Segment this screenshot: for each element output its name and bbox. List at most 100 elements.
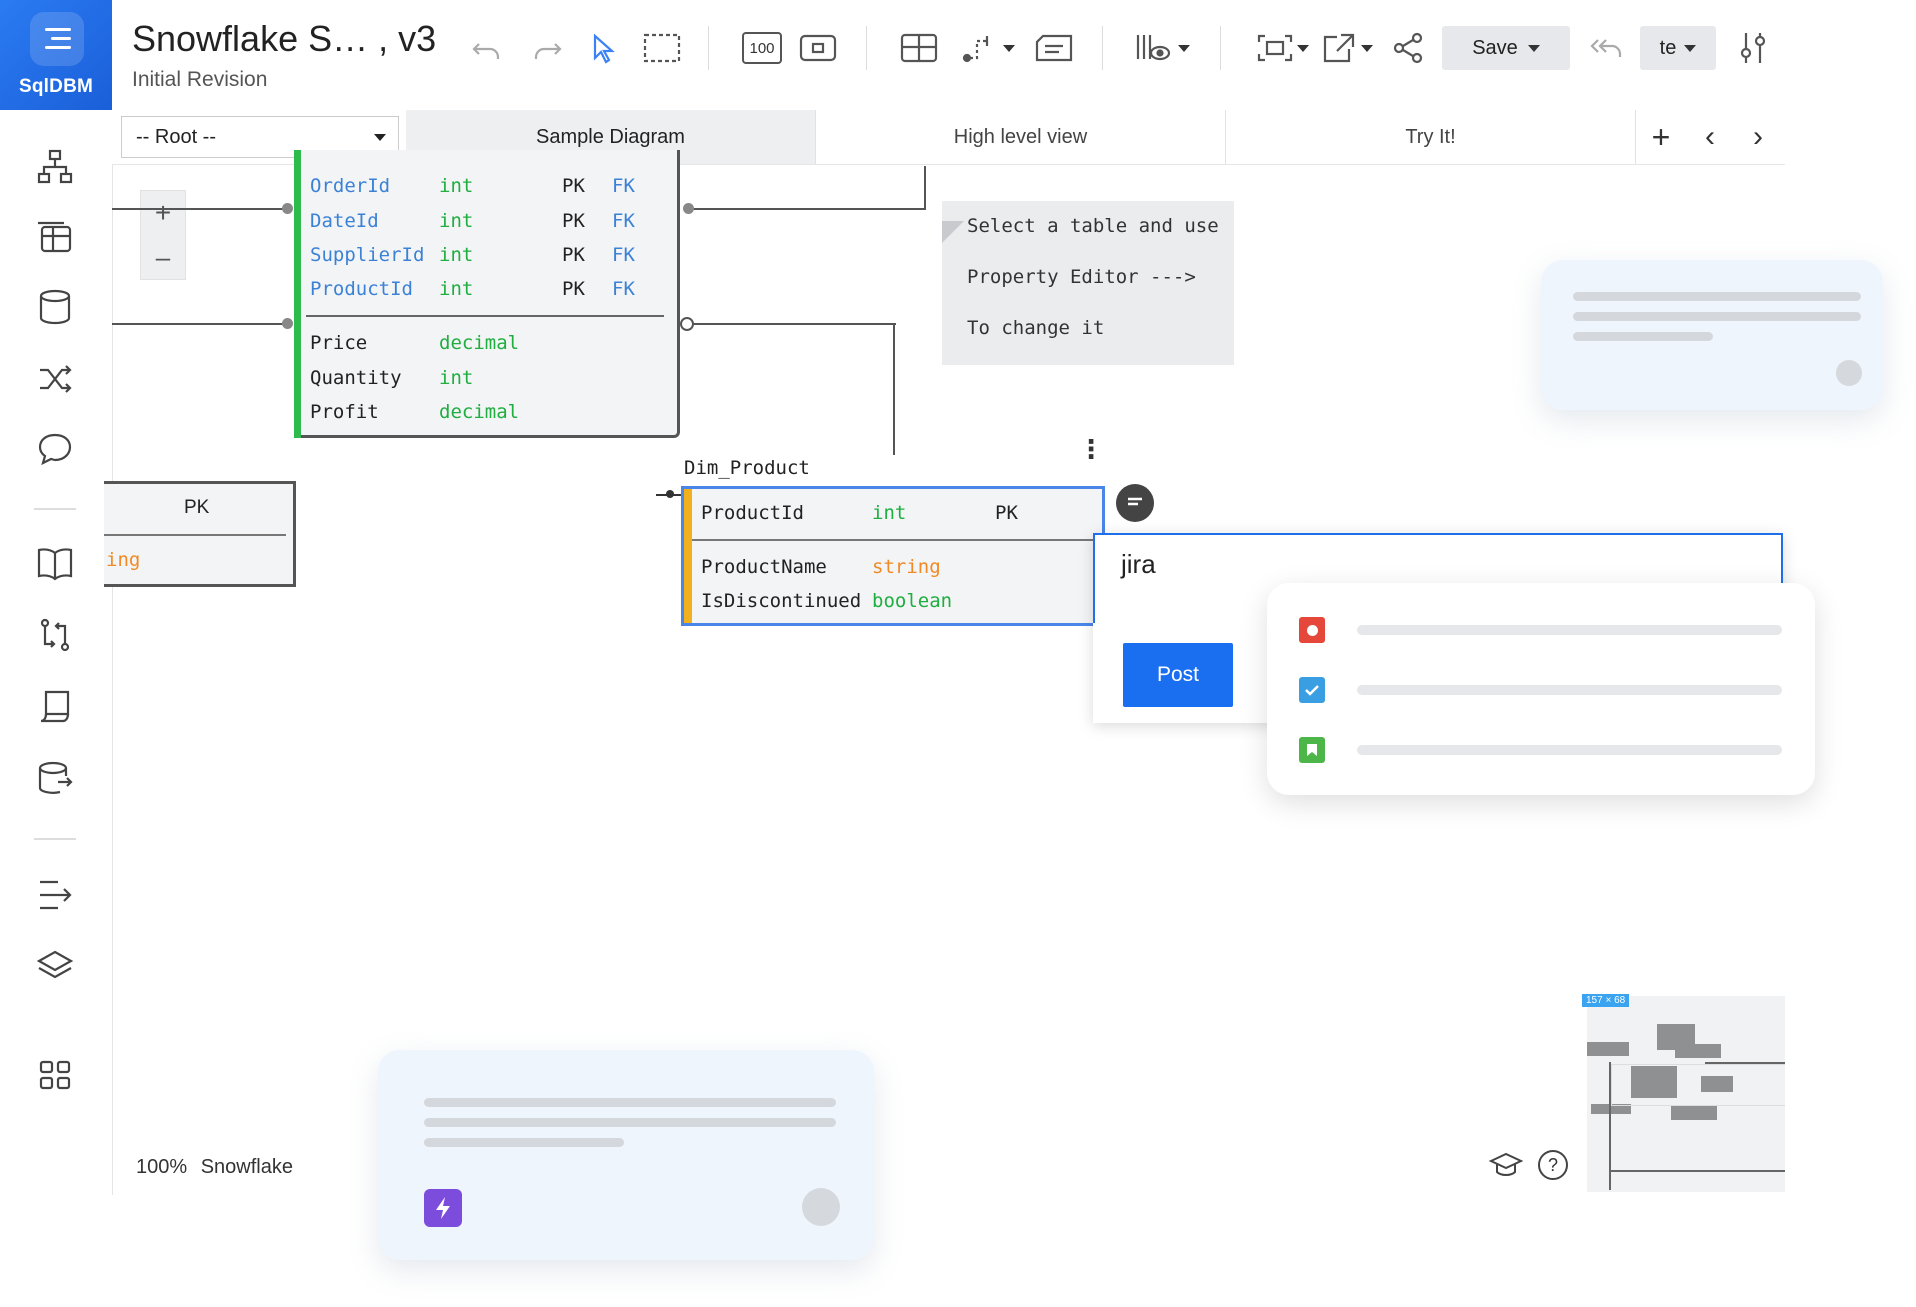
minimap-line (1609, 1062, 1611, 1190)
dim-column-name[interactable]: ProductName (701, 556, 827, 578)
post-button[interactable]: Post (1123, 643, 1233, 707)
documentation-icon[interactable] (34, 542, 76, 584)
fit-screen-icon[interactable] (1250, 20, 1314, 76)
avatar (1836, 360, 1862, 386)
dim-table-accent (684, 489, 692, 623)
logo-text: SqlDBM (18, 76, 94, 97)
sticky-note[interactable]: Select a table and use Property Editor -… (942, 201, 1234, 365)
dim-column-type: boolean (872, 590, 953, 612)
dim-key-type: int (872, 502, 907, 524)
forward-engineer-icon[interactable] (34, 758, 76, 800)
fact-key-fk: FK (612, 244, 635, 266)
task-status-icon[interactable] (1299, 677, 1325, 703)
project-title[interactable]: Snowflake S… , v3 (132, 18, 437, 59)
fact-key-pk: PK (562, 244, 585, 266)
fact-key-type: int (439, 278, 474, 300)
tab-try-it[interactable]: Try It! (1226, 110, 1636, 164)
shuffle-icon[interactable] (34, 358, 76, 400)
logo-mark-icon (30, 12, 84, 66)
hierarchy-icon[interactable] (34, 146, 76, 188)
save-button[interactable]: Save (1442, 26, 1570, 70)
tab-sample-diagram[interactable]: Sample Diagram (406, 110, 816, 164)
partial-table[interactable]: PK ing (104, 481, 296, 587)
table-divider (692, 539, 1102, 541)
bug-status-icon[interactable] (1299, 617, 1325, 643)
minimap-node (1675, 1044, 1721, 1058)
dim-key-name[interactable]: ProductId (701, 502, 804, 524)
settings-sliders-icon[interactable] (1730, 20, 1776, 76)
pointer-icon[interactable] (578, 20, 628, 76)
story-status-icon[interactable] (1299, 737, 1325, 763)
avatar (802, 1188, 840, 1226)
dim-product-title[interactable]: Dim_Product (684, 457, 810, 479)
undo-icon[interactable] (462, 20, 512, 76)
minimap-viewport[interactable] (1611, 1064, 1785, 1106)
comment-input[interactable]: jira (1093, 533, 1783, 623)
lightning-icon (424, 1189, 462, 1227)
zoom-100-label: 100 (742, 32, 782, 64)
table-icon[interactable] (894, 20, 944, 76)
redo-icon[interactable] (522, 20, 572, 76)
issue-placeholder-line (1357, 745, 1782, 755)
fact-key-name[interactable]: DateId (310, 210, 379, 232)
database-icon[interactable] (34, 286, 76, 328)
fact-key-pk: PK (562, 210, 585, 232)
fact-key-type: int (439, 244, 474, 266)
note-fold-icon (942, 221, 964, 243)
zoom-100-icon[interactable]: 100 (738, 20, 786, 76)
connector-dot (683, 203, 694, 214)
fact-key-pk: PK (562, 175, 585, 197)
learning-hat-icon[interactable] (1488, 1148, 1524, 1184)
fact-key-pk: PK (562, 278, 585, 300)
notes-icon[interactable] (34, 686, 76, 728)
compare-icon[interactable] (34, 614, 76, 656)
fact-key-fk: FK (612, 175, 635, 197)
user-menu-button[interactable]: te (1640, 26, 1716, 70)
export-icon[interactable] (1314, 20, 1378, 76)
fact-column-name[interactable]: Price (310, 332, 368, 354)
fact-key-type: int (439, 210, 474, 232)
help-icon[interactable]: ? (1538, 1150, 1568, 1180)
app-logo[interactable]: SqlDBM (0, 0, 112, 110)
fact-key-name[interactable]: ProductId (310, 278, 413, 300)
root-select-value: -- Root -- (136, 125, 216, 148)
fact-key-name[interactable]: OrderId (310, 175, 391, 197)
fact-column-name[interactable]: Quantity (310, 367, 402, 389)
revert-icon[interactable] (1580, 20, 1630, 76)
minimap-node (1701, 1076, 1733, 1092)
minimap[interactable] (1587, 996, 1785, 1192)
tables-icon[interactable] (34, 216, 76, 258)
zoom-in-button[interactable]: + (154, 197, 172, 228)
note-icon[interactable] (1028, 20, 1080, 76)
arrange-icon[interactable] (34, 874, 76, 916)
fit-icon[interactable] (794, 20, 842, 76)
next-tab-button[interactable]: › (1753, 120, 1763, 153)
dim-product-table[interactable]: ProductId int PK ProductName string IsDi… (681, 486, 1105, 626)
prev-tab-button[interactable]: ‹ (1705, 120, 1715, 153)
table-menu-icon[interactable]: ⋮ (1078, 434, 1104, 464)
fact-key-name[interactable]: SupplierId (310, 244, 425, 266)
add-tab-button[interactable]: + (1651, 118, 1671, 155)
placeholder-line (1573, 312, 1861, 321)
partial-column-type: ing (106, 549, 141, 571)
zoom-out-button[interactable]: – (155, 241, 171, 272)
apps-grid-icon[interactable] (34, 1054, 76, 1096)
layers-icon[interactable] (34, 946, 76, 988)
relationship-line (112, 208, 288, 210)
fact-table[interactable]: OrderId int PK FK DateId int PK FK Suppl… (294, 150, 680, 438)
connector-icon[interactable] (952, 20, 1022, 76)
share-icon[interactable] (1384, 20, 1432, 76)
marquee-select-icon[interactable] (636, 20, 688, 76)
revision-label[interactable]: Initial Revision (132, 68, 268, 91)
placeholder-line (1573, 332, 1713, 341)
dim-column-name[interactable]: IsDiscontinued (701, 590, 862, 612)
left-sidebar (0, 110, 113, 1195)
comment-bubble-icon[interactable] (1116, 484, 1154, 522)
minimap-line (1705, 1062, 1785, 1064)
view-options-icon[interactable] (1128, 20, 1196, 76)
tab-high-level-view[interactable]: High level view (816, 110, 1226, 164)
comments-icon[interactable] (34, 428, 76, 470)
minimap-size-badge: 157 × 68 (1582, 994, 1630, 1007)
jira-issue-popup (1267, 583, 1815, 795)
fact-column-name[interactable]: Profit (310, 401, 379, 423)
